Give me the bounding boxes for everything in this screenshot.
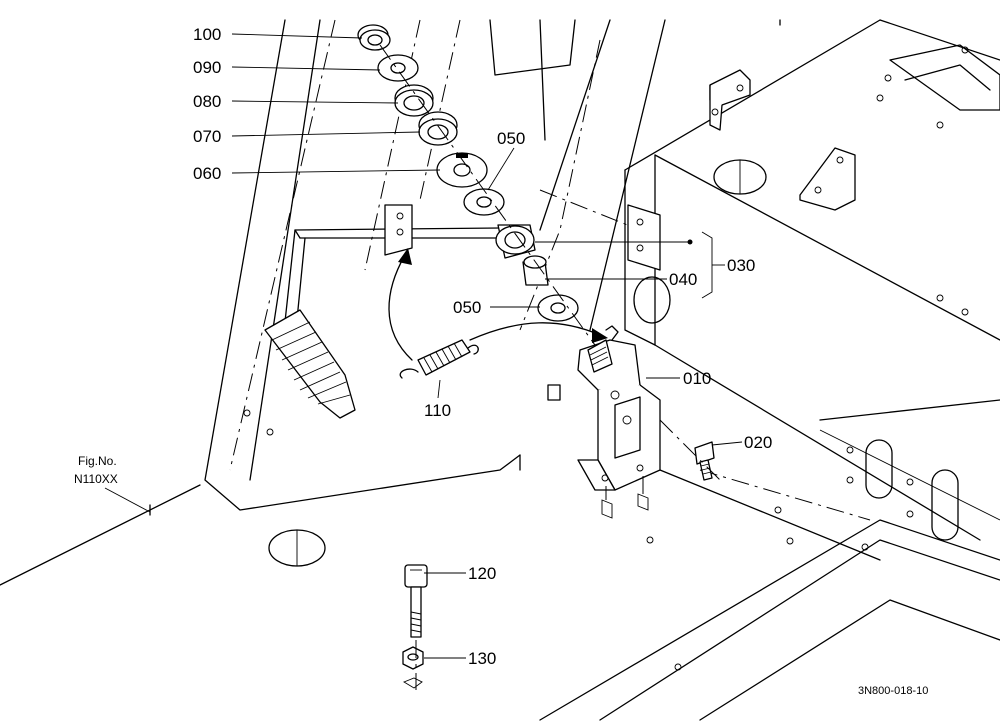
callout-leaders xyxy=(104,33,743,659)
callout-110: 110 xyxy=(424,401,451,420)
part-050-upper-washer xyxy=(463,188,505,216)
stacked-parts xyxy=(357,24,579,322)
callout-070: 070 xyxy=(193,127,221,146)
fig-no-value: N110XX xyxy=(74,472,118,486)
callout-120: 120 xyxy=(468,564,496,583)
stack-centerline xyxy=(379,44,621,381)
frame-holes xyxy=(243,46,969,671)
callout-labels: 100 090 080 070 060 050 030 040 050 010 … xyxy=(193,25,772,668)
drawing-code: 3N800-018-10 xyxy=(858,685,928,697)
pedal-arm xyxy=(264,204,501,419)
callout-030: 030 xyxy=(727,256,755,275)
part-040-collar xyxy=(522,255,549,286)
callout-100: 100 xyxy=(193,25,221,44)
part-050-lower-washer xyxy=(537,294,579,322)
part-060-keyed-washer xyxy=(436,152,488,188)
callout-130: 130 xyxy=(468,649,496,668)
frame-brackets xyxy=(547,69,856,401)
assembly-arrows xyxy=(388,248,608,361)
callout-010: 010 xyxy=(683,369,711,388)
callout-050-lower: 050 xyxy=(453,298,481,317)
part-010-bracket xyxy=(577,325,661,519)
callout-020: 020 xyxy=(744,433,772,452)
part-020-bolt xyxy=(659,419,721,481)
chassis-frame xyxy=(0,19,1000,721)
part-080-bearing xyxy=(394,84,434,117)
callout-090: 090 xyxy=(193,58,221,77)
part-090-washer xyxy=(377,54,419,82)
callout-040: 040 xyxy=(669,270,697,289)
part-100-cap-nut xyxy=(357,24,391,51)
part-110-spring xyxy=(399,339,479,379)
callout-060: 060 xyxy=(193,164,221,183)
fig-no-label: Fig.No. xyxy=(78,454,117,468)
callout-080: 080 xyxy=(193,92,221,111)
figure-number: Fig.No. N110XX xyxy=(74,454,118,486)
part-120-bolt xyxy=(404,564,428,638)
part-070-bearing xyxy=(418,111,458,146)
callout-050-upper: 050 xyxy=(497,129,525,148)
part-130-nut xyxy=(402,640,424,690)
